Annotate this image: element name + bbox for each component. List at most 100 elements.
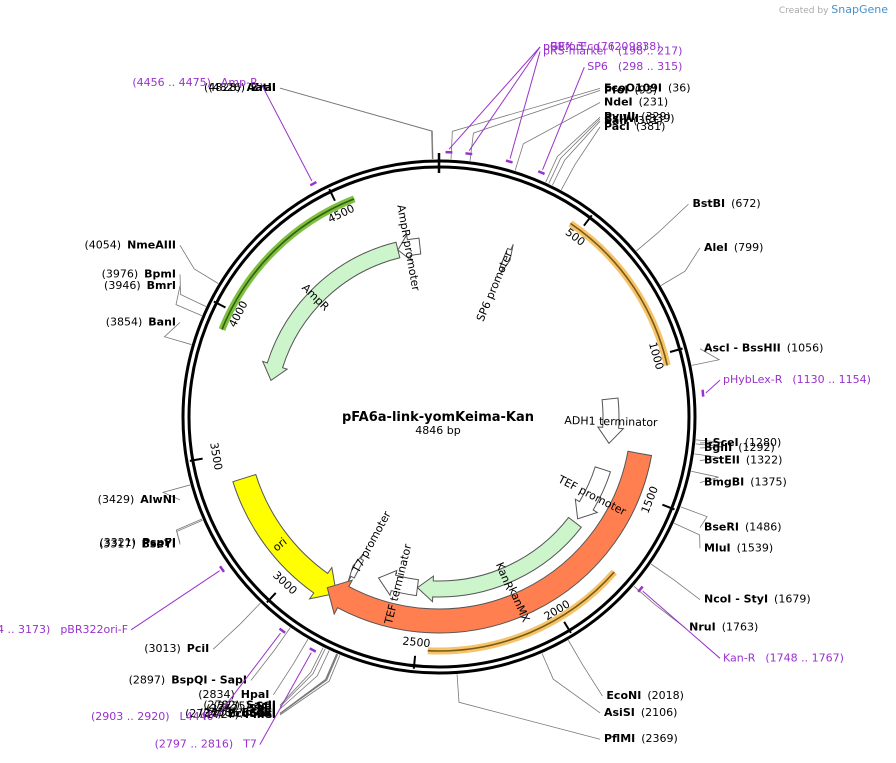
ruler-tick (266, 592, 277, 604)
enzyme-site: (3317)BseYI (99, 537, 176, 550)
primer-label: pGEX 3'(76 .. 98) (543, 40, 647, 53)
enzyme-leader (273, 639, 309, 696)
enzyme-site: (3013) PciI (144, 642, 209, 655)
watermark: Created by SnapGene (779, 3, 888, 16)
enzyme-position: (1679) (774, 593, 811, 606)
plasmid-length: 4846 bp (415, 424, 460, 437)
enzyme-position: (2736) (207, 707, 244, 720)
enzyme-name: NdeI (604, 96, 633, 109)
enzyme-position: (2727) (202, 708, 239, 721)
enzyme-site: PflMI(2369) (604, 732, 678, 745)
enzyme-position: (1375) (750, 476, 787, 489)
primer-name: T7 (242, 738, 257, 751)
enzyme-name: BsiWI (604, 112, 639, 125)
primer-range: (2903 .. 2920) (91, 710, 170, 723)
enzyme-leader (541, 653, 601, 714)
enzyme-name: MluI (704, 541, 731, 554)
enzyme-position: (1322) (746, 454, 783, 467)
primer-name: L4440 (180, 710, 214, 723)
ruler-tick-label: 2500 (402, 635, 431, 651)
enzyme-leader (691, 348, 721, 366)
primer-mark (278, 627, 286, 634)
primer-leader (130, 570, 220, 631)
outer-feature-arcs (218, 195, 671, 655)
feature-ampr-promoter (397, 233, 422, 262)
primer-label: (2797 .. 2816)T7 (155, 738, 257, 751)
enzyme-name: BglII (704, 441, 732, 454)
primer-name: SP6 (587, 60, 608, 73)
enzyme-position: (2834) (198, 688, 235, 701)
enzyme-name: BpmI (144, 267, 176, 280)
enzyme-leader (691, 470, 719, 483)
enzyme-position: (3321) (100, 536, 137, 549)
enzyme-leader (279, 655, 341, 716)
feature-sp6-promoter (499, 244, 514, 274)
feature-label: T7 promoter (349, 509, 394, 576)
primer-mark (219, 565, 226, 573)
enzyme-leader (633, 585, 686, 629)
enzyme-position: (3976) (102, 267, 139, 280)
enzyme-position: (2734) (185, 707, 222, 720)
primer-name: pBRforEco (543, 40, 600, 53)
primer-label: Kan-R (1748 .. 1767) (723, 651, 844, 664)
enzyme-position: (4826) (209, 81, 246, 94)
primer-range: (20 .. 38) (610, 40, 661, 53)
enzyme-site: BmgBI(1375) (704, 476, 787, 489)
enzyme-name: PciI (187, 642, 209, 655)
enzyme-leader (279, 650, 330, 710)
enzyme-leader (175, 285, 202, 316)
enzyme-position: (2897) (129, 673, 166, 686)
enzyme-leader (695, 443, 724, 449)
enzyme-leader (636, 203, 689, 252)
primer-name: pBR322ori-F (60, 623, 128, 636)
enzyme-site: BglII(1292) (704, 441, 775, 454)
enzyme-position: (3013) (144, 642, 181, 655)
enzyme-site: (2736) SacI (207, 707, 276, 720)
enzyme-site: (2738)EcoRI (199, 706, 276, 719)
enzyme-name: BseYI (142, 537, 176, 550)
enzyme-leader (695, 439, 724, 444)
enzyme-position: (381) (636, 120, 666, 133)
enzyme-position: (1763) (722, 621, 759, 634)
enzyme-name: PfoI (604, 83, 629, 96)
primer-range: (76 .. 98) (597, 40, 648, 53)
primer-leader (542, 67, 585, 171)
enzyme-name: BanI (148, 315, 176, 328)
enzyme-leader (545, 116, 601, 183)
enzyme-leader (469, 89, 601, 161)
enzyme-position: (4054) (85, 238, 122, 251)
ruler-tick (583, 214, 593, 227)
enzyme-position: (2738) (199, 706, 236, 719)
enzyme-position: (4828) (204, 81, 241, 94)
enzyme-name: SacI (250, 707, 276, 720)
primer-name: pHybLex-R (723, 373, 783, 386)
enzyme-site: (2727)PmeI (202, 708, 276, 721)
primer-name: Kan-R (723, 651, 756, 664)
enzyme-name: AscI - BssHII (704, 342, 781, 355)
enzyme-site: I-SceI(1280) (704, 436, 781, 449)
enzyme-name: AsiSI (604, 706, 635, 719)
outer-arc-core-1 (427, 571, 615, 652)
feature-t7-promoter (347, 553, 365, 582)
enzyme-leader (161, 484, 191, 501)
primer-mark (637, 585, 644, 593)
enzyme-name: Eco53kI (228, 707, 276, 720)
enzyme-position: (36) (668, 81, 691, 94)
enzyme-name: EcoO109I (604, 81, 662, 94)
enzyme-leader (450, 87, 601, 160)
primer-leader (468, 46, 541, 151)
primer-range: (198 .. 217) (618, 44, 683, 57)
ruler-tick (328, 188, 336, 202)
enzyme-site: PacI(381) (604, 120, 665, 133)
enzyme-name: AleI (704, 241, 728, 254)
primer-range: (1748 .. 1767) (765, 651, 844, 664)
enzyme-name: PvuII (604, 110, 635, 123)
enzyme-name: AlwNI (140, 493, 176, 506)
primer-label: (2903 .. 2920) L4440 (91, 710, 214, 723)
primer-mark (537, 170, 546, 176)
primer-range: (1130 .. 1154) (792, 373, 871, 386)
feature-label: ADH1 terminator (564, 414, 658, 429)
primer-label: pHybLex-R (1130 .. 1154) (723, 373, 871, 386)
ruler-tick-label: 3500 (207, 441, 225, 471)
